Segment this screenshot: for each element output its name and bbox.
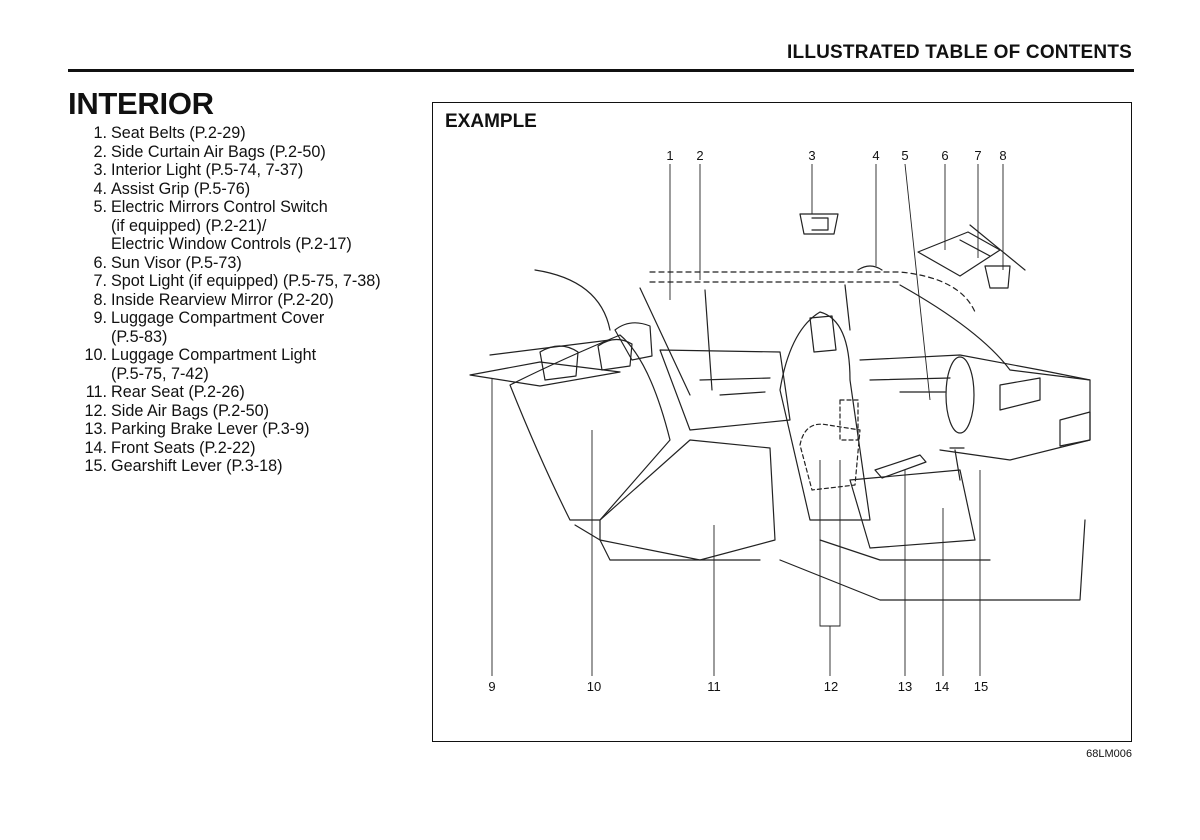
toc-item-text: Rear Seat (P.2-26) xyxy=(111,383,415,402)
toc-item-number: 11. xyxy=(85,383,107,401)
toc-item: 3.Interior Light (P.5-74, 7-37) xyxy=(70,161,415,180)
toc-item-line: Seat Belts (P.2-29) xyxy=(111,124,246,142)
page-header-title: ILLUSTRATED TABLE OF CONTENTS xyxy=(787,42,1132,63)
figure-label: EXAMPLE xyxy=(445,111,537,132)
callout-12: 12 xyxy=(824,679,838,694)
callout-7: 7 xyxy=(974,148,981,163)
rearview-mirror-shape xyxy=(984,265,1011,289)
toc-item-text: Front Seats (P.2-22) xyxy=(111,439,415,458)
toc-item: 13.Parking Brake Lever (P.3-9) xyxy=(70,420,415,439)
toc-item-line: Gearshift Lever (P.3-18) xyxy=(111,457,283,475)
front-seat-back-shape xyxy=(779,311,871,521)
roof-liner-outline xyxy=(649,271,976,313)
callout-2: 2 xyxy=(696,148,703,163)
luggage-cover-shape xyxy=(469,361,621,387)
toc-item-text: Spot Light (if equipped) (P.5-75, 7-38) xyxy=(111,272,415,291)
toc-item-number: 4. xyxy=(93,179,107,198)
rear-seat-cushion-shape xyxy=(599,439,776,561)
toc-item-text: Luggage Compartment Cover(P.5-83) xyxy=(111,309,415,346)
toc-item-text: Luggage Compartment Light(P.5-75, 7-42) xyxy=(111,346,415,383)
toc-item-number: 13. xyxy=(84,420,107,438)
steering-wheel-shape xyxy=(945,356,975,434)
toc-item: 12.Side Air Bags (P.2-50) xyxy=(70,402,415,421)
figure-code: 68LM006 xyxy=(1086,748,1132,760)
callout-14: 14 xyxy=(935,679,949,694)
toc-item-line: Side Air Bags (P.2-50) xyxy=(111,401,270,420)
toc-item: 5.Electric Mirrors Control Switch(if equ… xyxy=(70,198,415,254)
interior-light-shape xyxy=(799,213,839,235)
toc-item-text: Parking Brake Lever (P.3-9) xyxy=(111,420,415,439)
toc-list: 1.Seat Belts (P.2-29)2.Side Curtain Air … xyxy=(70,124,415,476)
callout-8: 8 xyxy=(999,148,1006,163)
toc-item-line: Parking Brake Lever (P.3-9) xyxy=(111,420,310,438)
toc-item: 11.Rear Seat (P.2-26) xyxy=(70,383,415,402)
toc-item-line: Luggage Compartment Cover xyxy=(111,309,325,327)
toc-item-text: Side Air Bags (P.2-50) xyxy=(111,402,415,421)
toc-item-line: Sun Visor (P.5-73) xyxy=(111,253,242,272)
sun-visor-shape xyxy=(917,231,1001,277)
toc-item-text: Electric Mirrors Control Switch(if equip… xyxy=(111,198,415,254)
toc-item-number: 5. xyxy=(93,198,107,216)
toc-item: 2.Side Curtain Air Bags (P.2-50) xyxy=(70,143,415,162)
toc-item-line: Interior Light (P.5-74, 7-37) xyxy=(111,161,304,179)
callout-5: 5 xyxy=(901,148,908,163)
toc-item: 1.Seat Belts (P.2-29) xyxy=(70,124,415,143)
callout-3: 3 xyxy=(808,148,815,163)
toc-item-text: Gearshift Lever (P.3-18) xyxy=(111,457,415,476)
toc-item-line: Side Curtain Air Bags (P.2-50) xyxy=(111,142,326,161)
rear-seat-back-shape xyxy=(509,334,671,521)
callout-4: 4 xyxy=(872,148,879,163)
toc-item: 8.Inside Rearview Mirror (P.2-20) xyxy=(70,291,415,310)
toc-item-text: Sun Visor (P.5-73) xyxy=(111,254,415,273)
callout-10: 10 xyxy=(587,679,601,694)
toc-item-line: Luggage Compartment Light xyxy=(111,346,317,364)
toc-item: 10.Luggage Compartment Light(P.5-75, 7-4… xyxy=(70,346,415,383)
figure-frame xyxy=(432,102,1132,742)
toc-item-text: Interior Light (P.5-74, 7-37) xyxy=(111,161,415,180)
toc-item: 6.Sun Visor (P.5-73) xyxy=(70,254,415,273)
toc-item-line: Inside Rearview Mirror (P.2-20) xyxy=(111,290,334,309)
section-title: INTERIOR xyxy=(68,86,214,121)
toc-item-number: 8. xyxy=(93,290,107,309)
callout-11: 11 xyxy=(707,679,721,694)
toc-item: 4.Assist Grip (P.5-76) xyxy=(70,180,415,199)
front-seat-cushion-shape xyxy=(849,469,976,549)
toc-item-number: 3. xyxy=(93,161,107,179)
toc-item-number: 7. xyxy=(93,272,107,290)
toc-item-number: 6. xyxy=(93,253,107,272)
toc-item-line: Front Seats (P.2-22) xyxy=(111,438,256,457)
toc-item-line: Spot Light (if equipped) (P.5-75, 7-38) xyxy=(111,272,381,290)
toc-item-number: 12. xyxy=(84,401,107,420)
toc-item: 9.Luggage Compartment Cover(P.5-83) xyxy=(70,309,415,346)
toc-item-line: (if equipped) (P.2-21)/ xyxy=(111,216,267,235)
toc-item: 15.Gearshift Lever (P.3-18) xyxy=(70,457,415,476)
callout-9: 9 xyxy=(488,679,495,694)
toc-item-text: Inside Rearview Mirror (P.2-20) xyxy=(111,291,415,310)
toc-item-number: 1. xyxy=(93,124,107,142)
toc-item-line: (P.5-75, 7-42) xyxy=(111,364,209,383)
toc-item-line: Assist Grip (P.5-76) xyxy=(111,179,251,198)
callout-6: 6 xyxy=(941,148,948,163)
toc-item-line: (P.5-83) xyxy=(111,327,168,346)
toc-item-line: Electric Mirrors Control Switch xyxy=(111,198,328,216)
callout-15: 15 xyxy=(974,679,988,694)
callout-1: 1 xyxy=(666,148,673,163)
toc-item-text: Assist Grip (P.5-76) xyxy=(111,180,415,199)
callout-13: 13 xyxy=(898,679,912,694)
toc-item-text: Side Curtain Air Bags (P.2-50) xyxy=(111,143,415,162)
toc-item: 14.Front Seats (P.2-22) xyxy=(70,439,415,458)
toc-item: 7.Spot Light (if equipped) (P.5-75, 7-38… xyxy=(70,272,415,291)
toc-item-number: 2. xyxy=(93,142,107,161)
toc-item-number: 10. xyxy=(84,346,107,364)
toc-item-line: Rear Seat (P.2-26) xyxy=(111,383,245,401)
toc-item-number: 14. xyxy=(84,438,107,457)
toc-item-text: Seat Belts (P.2-29) xyxy=(111,124,415,143)
header-rule xyxy=(68,69,1134,72)
toc-item-number: 15. xyxy=(84,457,107,475)
toc-item-line: Electric Window Controls (P.2-17) xyxy=(111,235,352,253)
toc-item-number: 9. xyxy=(93,309,107,327)
